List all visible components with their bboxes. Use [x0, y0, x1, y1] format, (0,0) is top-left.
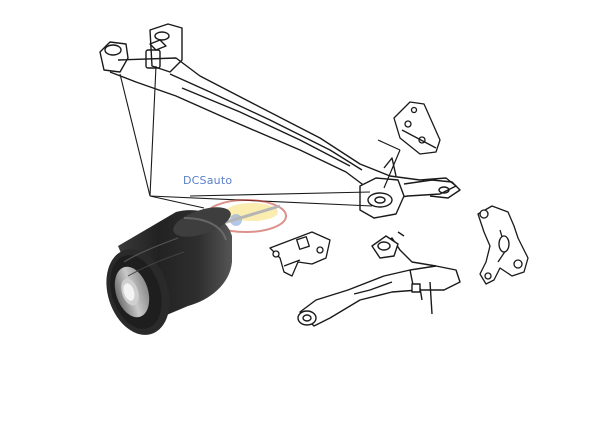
- rear-subframe: [99, 23, 461, 219]
- subframe-bracket: [393, 101, 441, 155]
- lower-control-arm: [297, 231, 461, 327]
- leader-lines: [119, 65, 373, 209]
- mount-plate: [269, 231, 331, 277]
- leader-line: [377, 139, 401, 151]
- steering-knuckle: [477, 205, 529, 285]
- watermark-text: DCSauto: [183, 174, 233, 187]
- leader-line: [383, 149, 401, 189]
- rubber-bushing: [106, 207, 232, 335]
- watermark-logo: [205, 199, 287, 233]
